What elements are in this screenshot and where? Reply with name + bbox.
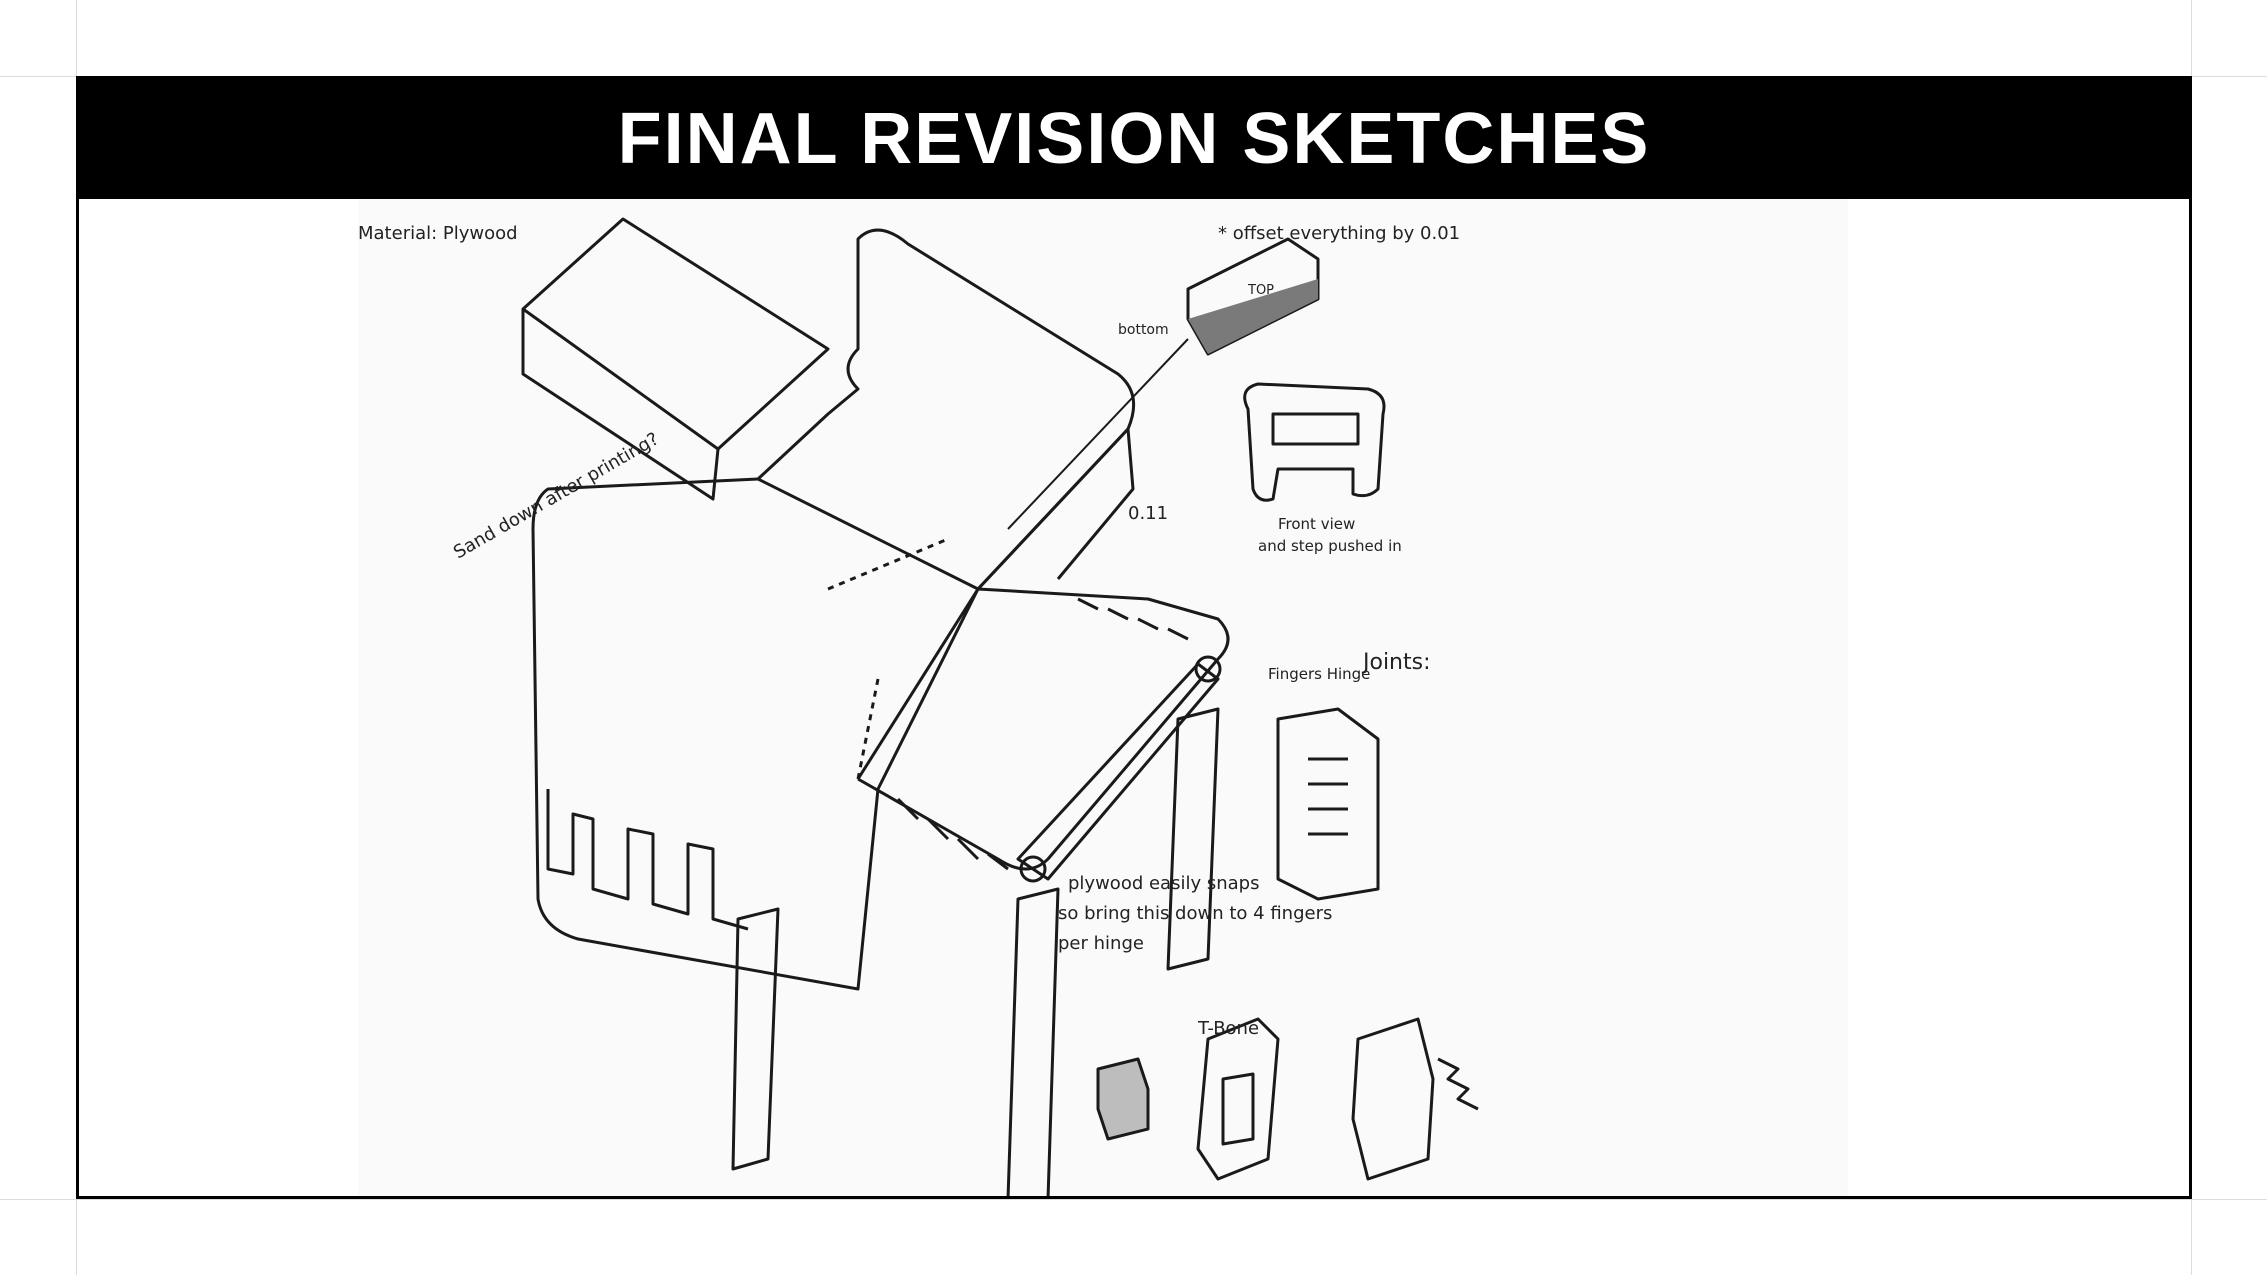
note-snap-2: so bring this down to 4 fingers — [1058, 903, 1332, 924]
sketch-photo: Material: Plywood * offset everything by… — [358, 199, 1848, 1196]
front-view-part — [1243, 382, 1386, 502]
sketch-drawing: Material: Plywood * offset everything by… — [358, 217, 1479, 1196]
main-box-top — [521, 217, 830, 451]
note-joints: Joints: — [1361, 650, 1431, 675]
hinge-leaf — [856, 587, 1230, 871]
main-box-left-face — [521, 309, 720, 501]
small-cube — [1096, 1057, 1150, 1141]
note-sand: Sand down after printing? — [450, 428, 663, 563]
main-block-front — [531, 477, 980, 991]
main-block-top — [756, 228, 1136, 591]
guide-line-bottom — [0, 1199, 2267, 1200]
finger-joint-row-left — [546, 789, 749, 931]
note-front-view-1: Front view — [1278, 515, 1355, 533]
front-view-inner — [1271, 412, 1360, 446]
tbone-slot — [1221, 1072, 1255, 1146]
note-dim: 0.11 — [1128, 503, 1168, 524]
hinge-bar — [1016, 662, 1220, 881]
fingers-hinge-notches — [1308, 757, 1348, 836]
note-fingers-hinge: Fingers Hinge — [1268, 665, 1370, 683]
dashed-line — [827, 537, 949, 780]
leader-line — [1007, 338, 1189, 530]
note-bottom: bottom — [1118, 322, 1169, 338]
main-block-side — [976, 427, 1135, 591]
note-front-view-2: and step pushed in — [1258, 537, 1402, 555]
lower-front-left — [731, 907, 780, 1171]
note-snap-3: per hinge — [1058, 933, 1144, 954]
slide-title: FINAL REVISION SKETCHES — [617, 99, 1651, 179]
top-part-shade — [1188, 279, 1318, 354]
note-top: TOP — [1247, 283, 1274, 298]
hinge-pin-front — [1019, 855, 1047, 883]
hinge-leaf-fingers — [896, 597, 1189, 871]
note-material: Material: Plywood — [358, 223, 518, 244]
hinge-pin-back — [1194, 655, 1222, 683]
dovetail-teeth — [1437, 1057, 1479, 1111]
lower-leg — [1006, 887, 1060, 1196]
dovetail-block — [1351, 1017, 1435, 1181]
note-tbone: T-Bone — [1197, 1018, 1259, 1039]
fingers-hinge-detail — [1276, 707, 1380, 901]
lower-leg-right — [1166, 707, 1220, 971]
note-offset: * offset everything by 0.01 — [1218, 223, 1460, 244]
slide-frame: FINAL REVISION SKETCHES — [76, 76, 2192, 1199]
title-bar: FINAL REVISION SKETCHES — [79, 79, 2189, 199]
note-snap-1: plywood easily snaps — [1068, 873, 1259, 894]
tbone-block — [1196, 1017, 1280, 1181]
